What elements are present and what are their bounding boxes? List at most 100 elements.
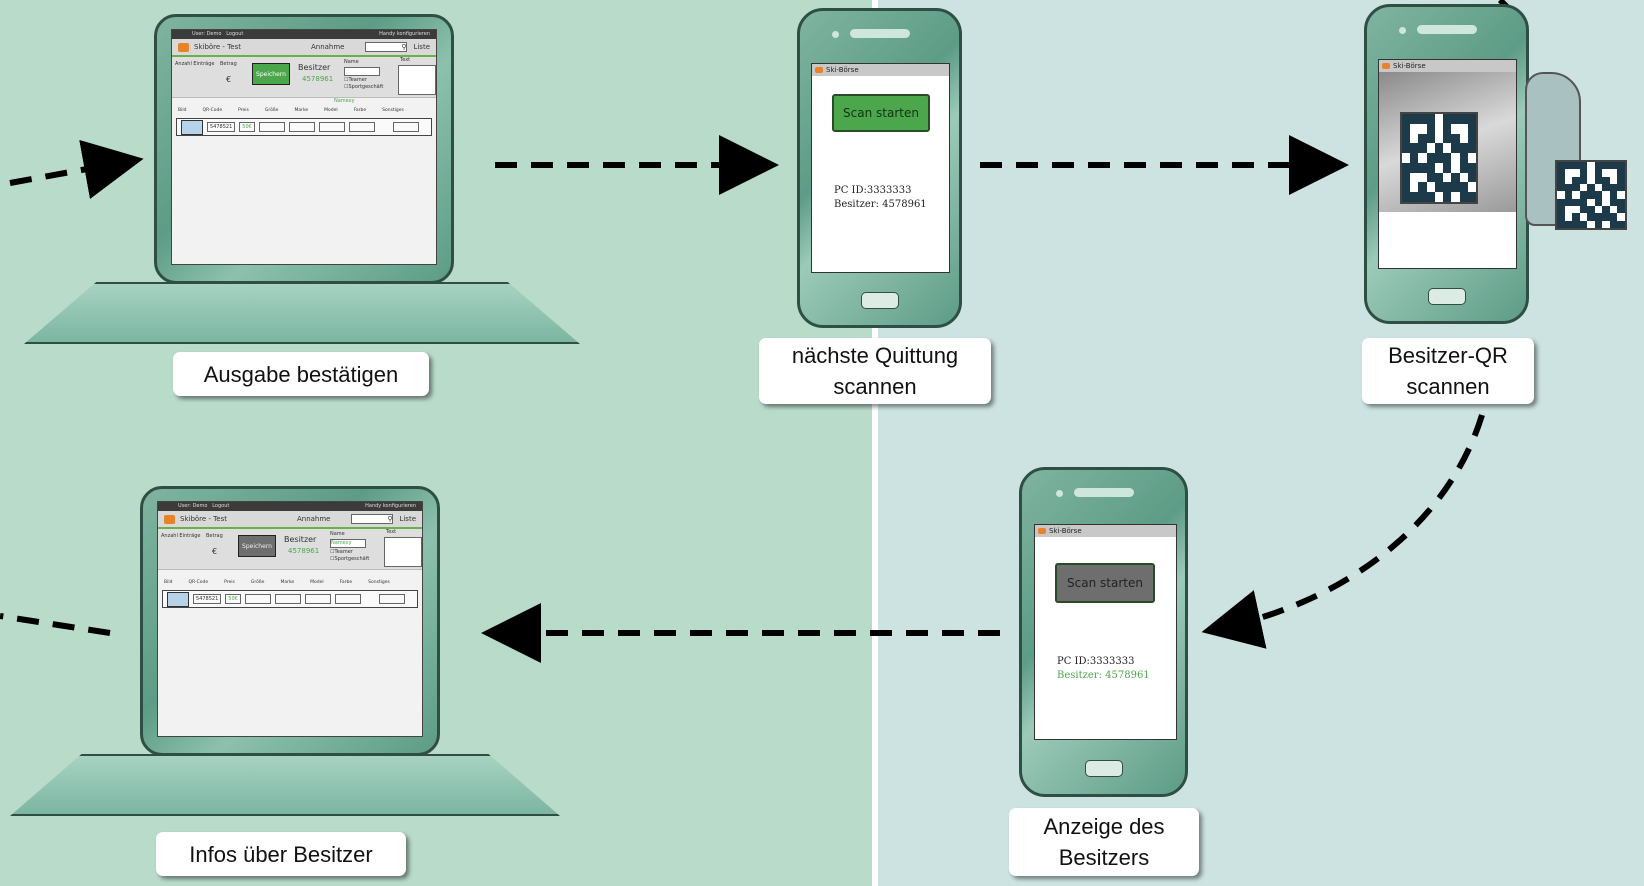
name-field[interactable]: Namexy <box>330 539 366 548</box>
row-brand[interactable] <box>288 122 315 132</box>
col-qr: QR-Code <box>188 579 209 585</box>
col-bild: Bild <box>178 107 187 113</box>
col-sonstiges: Sonstiges <box>382 107 404 113</box>
search-icon: ⚲ <box>387 515 393 523</box>
phone-app-bar: Ski-Börse <box>1379 60 1516 72</box>
configure-phone-link[interactable]: Handy konfigurieren <box>365 503 416 509</box>
sport-shop-checkbox[interactable]: ☐Sportgeschäft <box>344 84 384 90</box>
row-other[interactable] <box>378 594 405 604</box>
tab-annahme[interactable]: Annahme <box>310 43 345 51</box>
col-marke: Marke <box>294 107 309 113</box>
col-groesse: Größe <box>250 579 265 585</box>
pc-id-text: PC ID:3333333 <box>834 185 912 196</box>
phone-app-bar: Ski-Börse <box>812 64 949 76</box>
qr-code-camera-icon <box>1400 112 1478 204</box>
laptop-keyboard-base <box>10 754 560 816</box>
name-field[interactable] <box>344 67 380 76</box>
row-color[interactable] <box>334 594 361 604</box>
row-size[interactable] <box>258 122 285 132</box>
list-link[interactable]: Liste <box>399 515 416 523</box>
label-scan-next-receipt: nächste Quittung scannen <box>759 338 991 404</box>
col-marke: Marke <box>280 579 295 585</box>
teamer-checkbox[interactable]: ☐Teamer <box>330 549 353 555</box>
app-logo-icon <box>164 514 175 524</box>
table-row[interactable]: 5478521 50€ <box>162 590 418 608</box>
col-preis: Preis <box>224 579 235 585</box>
owner-label: Besitzer <box>298 63 331 72</box>
currency-symbol: € <box>226 75 232 84</box>
amount-label: Betrag <box>220 61 237 67</box>
title-bar: Skiböre - Test Annahme ⚲ Liste <box>172 39 436 57</box>
row-qr-code: 5478521 <box>193 594 222 604</box>
col-bild: Bild <box>164 579 173 585</box>
row-size[interactable] <box>244 594 271 604</box>
count-label: Anzahl Einträge <box>161 533 201 539</box>
row-other[interactable] <box>392 122 419 132</box>
laptop-screen: User: Demo Logout Handy konfigurieren Sk… <box>171 29 437 265</box>
laptop-keyboard-base <box>24 282 580 344</box>
logout-link[interactable]: Logout <box>226 31 244 37</box>
laptop-lid: User: Demo Logout Handy konfigurieren Sk… <box>140 486 440 756</box>
laptop-lid: User: Demo Logout Handy konfigurieren Sk… <box>154 14 454 284</box>
app-logo-icon <box>178 42 189 52</box>
text-field[interactable] <box>398 65 436 95</box>
search-input[interactable]: ⚲ <box>365 42 408 52</box>
count-label: Anzahl Einträge <box>175 61 215 67</box>
currency-symbol: € <box>212 547 218 556</box>
text-field[interactable] <box>384 537 422 567</box>
search-icon: ⚲ <box>401 43 407 51</box>
arrow-out-bottom-laptop <box>0 613 111 636</box>
app-title: Skiböre - Test <box>180 515 227 523</box>
arrow-into-top-laptop <box>9 139 144 199</box>
phone-home-button[interactable] <box>1085 760 1123 777</box>
search-input[interactable]: ⚲ <box>351 514 394 524</box>
user-label: User: Demo <box>178 503 208 509</box>
sport-shop-checkbox[interactable]: ☐Sportgeschäft <box>330 556 370 562</box>
col-preis: Preis <box>238 107 249 113</box>
save-button[interactable]: Speichern <box>238 535 276 557</box>
text-label: Text <box>400 57 411 63</box>
name-label: Name <box>344 59 359 65</box>
phone-home-button[interactable] <box>861 292 899 309</box>
top-bar: User: Demo Logout Handy konfigurieren <box>158 502 422 511</box>
row-qr-code: 5478521 <box>207 122 236 132</box>
entry-form: Anzahl Einträge Betrag € Speichern Besit… <box>158 529 422 570</box>
col-model: Model <box>324 107 338 113</box>
configure-phone-link[interactable]: Handy konfigurieren <box>379 31 430 37</box>
user-label: User: Demo <box>192 31 222 37</box>
pc-id-text: PC ID:3333333 <box>1057 656 1135 667</box>
arrow-phone2-to-phone3 <box>1201 414 1485 649</box>
amount-label: Betrag <box>206 533 223 539</box>
app-title: Skiböre - Test <box>194 43 241 51</box>
logout-link[interactable]: Logout <box>212 503 230 509</box>
item-image-icon <box>167 591 189 607</box>
owner-id: 4578961 <box>302 75 334 83</box>
text-label: Text <box>386 529 397 535</box>
scan-start-button[interactable]: Scan starten <box>1055 563 1155 603</box>
row-model[interactable] <box>318 122 345 132</box>
top-bar: User: Demo Logout Handy konfigurieren <box>172 30 436 39</box>
label-show-owner: Anzeige des Besitzers <box>1009 808 1199 876</box>
title-bar: Skiböre - Test Annahme ⚲ Liste <box>158 511 422 529</box>
scan-start-button[interactable]: Scan starten <box>832 94 930 132</box>
row-brand[interactable] <box>274 594 301 604</box>
name-hint: Namexy <box>334 98 355 104</box>
list-link[interactable]: Liste <box>413 43 430 51</box>
laptop-top: User: Demo Logout Handy konfigurieren Sk… <box>24 14 580 348</box>
owner-text: Besitzer: 4578961 <box>1057 670 1150 681</box>
row-model[interactable] <box>304 594 331 604</box>
save-button[interactable]: Speichern <box>252 63 290 85</box>
col-model: Model <box>310 579 324 585</box>
col-groesse: Größe <box>264 107 279 113</box>
entry-form: Anzahl Einträge Betrag € Speichern Besit… <box>172 57 436 98</box>
teamer-checkbox[interactable]: ☐Teamer <box>344 77 367 83</box>
row-price: 50€ <box>239 122 255 132</box>
tab-annahme[interactable]: Annahme <box>296 515 331 523</box>
row-color[interactable] <box>348 122 375 132</box>
label-scan-owner-qr: Besitzer-QR scannen <box>1362 338 1534 404</box>
table-row[interactable]: 5478521 50€ <box>176 118 432 136</box>
phone-home-button[interactable] <box>1428 288 1466 305</box>
owner-text: Besitzer: 4578961 <box>834 199 927 210</box>
phone-owner-display: Ski-Börse Scan starten PC ID:3333333 Bes… <box>1019 467 1188 797</box>
